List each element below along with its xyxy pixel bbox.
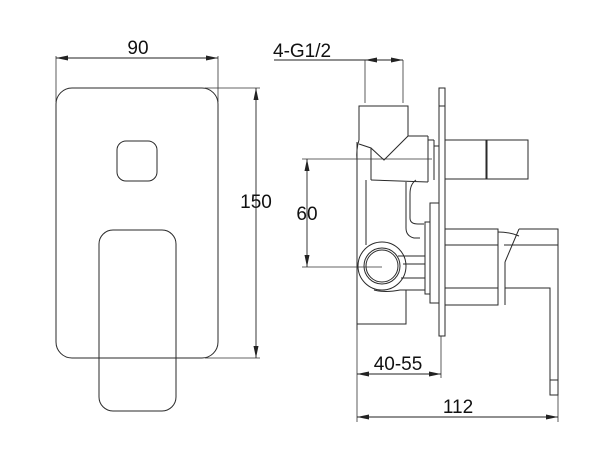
diverter-button: [116, 140, 158, 182]
lever-handle: [98, 229, 177, 412]
front-view: 90 150: [55, 38, 272, 412]
valve-body: [356, 105, 440, 330]
diverter-stem: [444, 139, 529, 180]
side-view: 4-G1/2: [273, 41, 559, 422]
width-label: 90: [127, 38, 148, 59]
height-dimension: [205, 87, 260, 359]
lever-side: [445, 228, 559, 396]
cover-plate: [55, 87, 219, 359]
width-dimension: [55, 55, 219, 102]
spacing-label: 60: [296, 204, 317, 225]
wall-plate: [424, 87, 446, 337]
wall-depth-label: 40-55: [374, 354, 423, 375]
wall-depth-dimension: [356, 330, 442, 422]
thread-label: 4-G1/2: [273, 41, 331, 62]
total-depth-dimension: [357, 395, 559, 422]
plaster-guard: [429, 202, 440, 304]
total-depth-label: 112: [443, 397, 473, 418]
height-label: 150: [240, 192, 272, 213]
cover-plate-edge: [438, 87, 446, 337]
spacing-dimension: [302, 158, 432, 268]
